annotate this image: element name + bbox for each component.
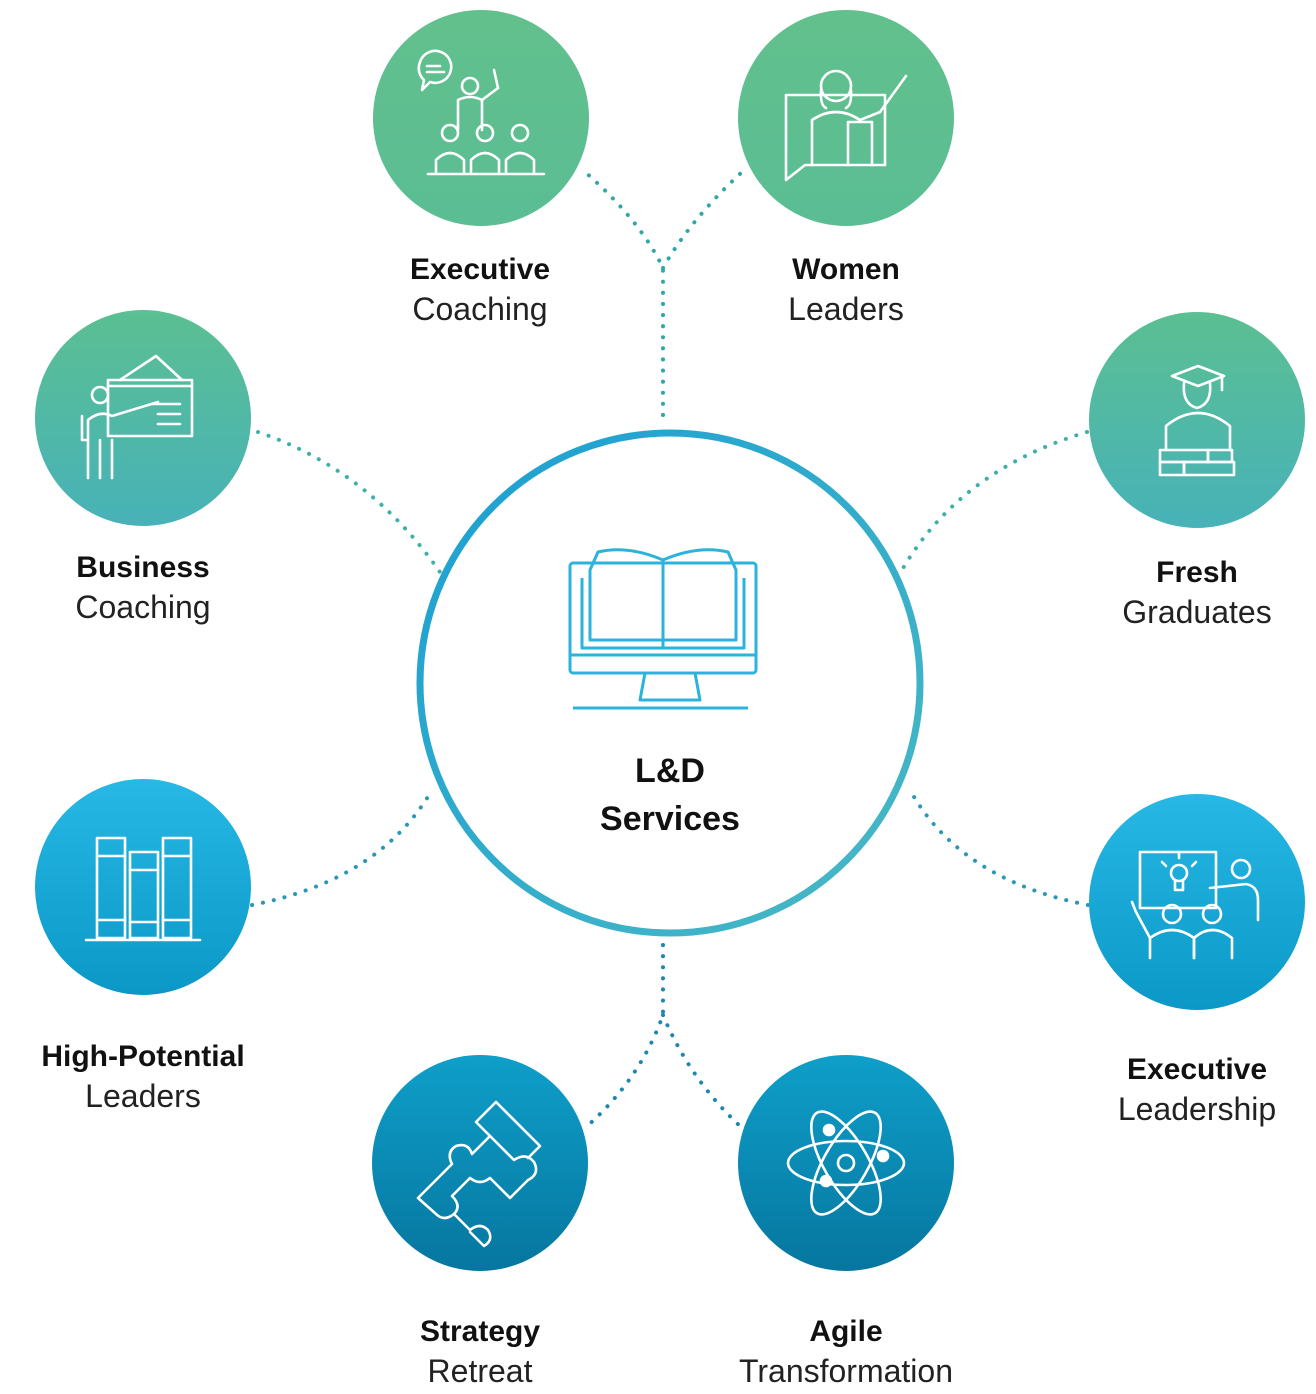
label-light: Transformation — [739, 1353, 953, 1389]
label-bold: Agile — [809, 1315, 883, 1348]
label-high-potential-leaders[interactable]: High-Potential Leaders — [13, 1037, 273, 1118]
circle-fresh-graduates[interactable] — [1089, 312, 1305, 528]
puzzle-icon — [416, 1100, 542, 1248]
connectors — [250, 170, 1090, 1130]
connector-agile-transformation — [661, 1013, 744, 1130]
label-strategy-retreat[interactable]: Strategy Retreat — [380, 1312, 580, 1393]
circle-executive-leadership[interactable] — [1089, 794, 1305, 1010]
center-label-line1: L&D — [635, 752, 705, 790]
connector-business-coaching — [256, 430, 444, 577]
graduate-books-icon — [1158, 364, 1236, 477]
circle-strategy-retreat[interactable] — [372, 1055, 588, 1271]
presentation-board-icon — [80, 354, 194, 480]
circle-women-leaders[interactable] — [738, 10, 954, 226]
label-light: Retreat — [427, 1353, 533, 1389]
label-bold: Executive — [1126, 1053, 1268, 1086]
connector-executive-coaching — [583, 170, 665, 417]
label-agile-transformation[interactable]: Agile Transformation — [716, 1312, 976, 1393]
idea-meeting-icon — [1130, 850, 1260, 960]
label-bold: Strategy — [419, 1315, 541, 1348]
connector-fresh-graduates — [900, 430, 1089, 572]
presenter-audience-icon — [417, 49, 546, 176]
atom-icon — [786, 1110, 906, 1216]
label-light: Graduates — [1122, 594, 1272, 630]
circle-business-coaching[interactable] — [35, 310, 251, 526]
circle-high-potential-leaders[interactable] — [35, 779, 251, 995]
center-label: L&D Services — [560, 748, 780, 843]
connector-executive-leadership — [908, 788, 1090, 907]
label-bold: Business — [76, 551, 210, 584]
label-women-leaders[interactable]: Women Leaders — [746, 250, 946, 331]
label-light: Leaders — [85, 1078, 201, 1114]
woman-teacher-icon — [784, 69, 908, 182]
label-business-coaching[interactable]: Business Coaching — [43, 548, 243, 629]
label-light: Leadership — [1117, 1091, 1277, 1127]
label-executive-leadership[interactable]: Executive Leadership — [1087, 1050, 1307, 1131]
label-bold: High-Potential — [41, 1040, 245, 1073]
center-ring — [416, 429, 924, 937]
label-bold: Fresh — [1156, 556, 1238, 589]
label-executive-coaching[interactable]: Executive Coaching — [380, 250, 580, 331]
connector-high-potential — [250, 788, 434, 907]
bookshelf-icon — [84, 836, 202, 942]
label-fresh-graduates[interactable]: Fresh Graduates — [1087, 553, 1307, 634]
center-label-line2: Services — [600, 799, 740, 838]
label-bold: Executive — [409, 253, 551, 286]
connector-strategy-retreat — [583, 943, 665, 1130]
label-light: Coaching — [75, 589, 211, 625]
book-monitor-icon — [568, 548, 758, 710]
connector-women-leaders — [661, 170, 744, 270]
label-light: Leaders — [788, 291, 904, 327]
circle-agile-transformation[interactable] — [738, 1055, 954, 1271]
label-bold: Women — [792, 253, 900, 286]
label-light: Coaching — [412, 291, 548, 327]
